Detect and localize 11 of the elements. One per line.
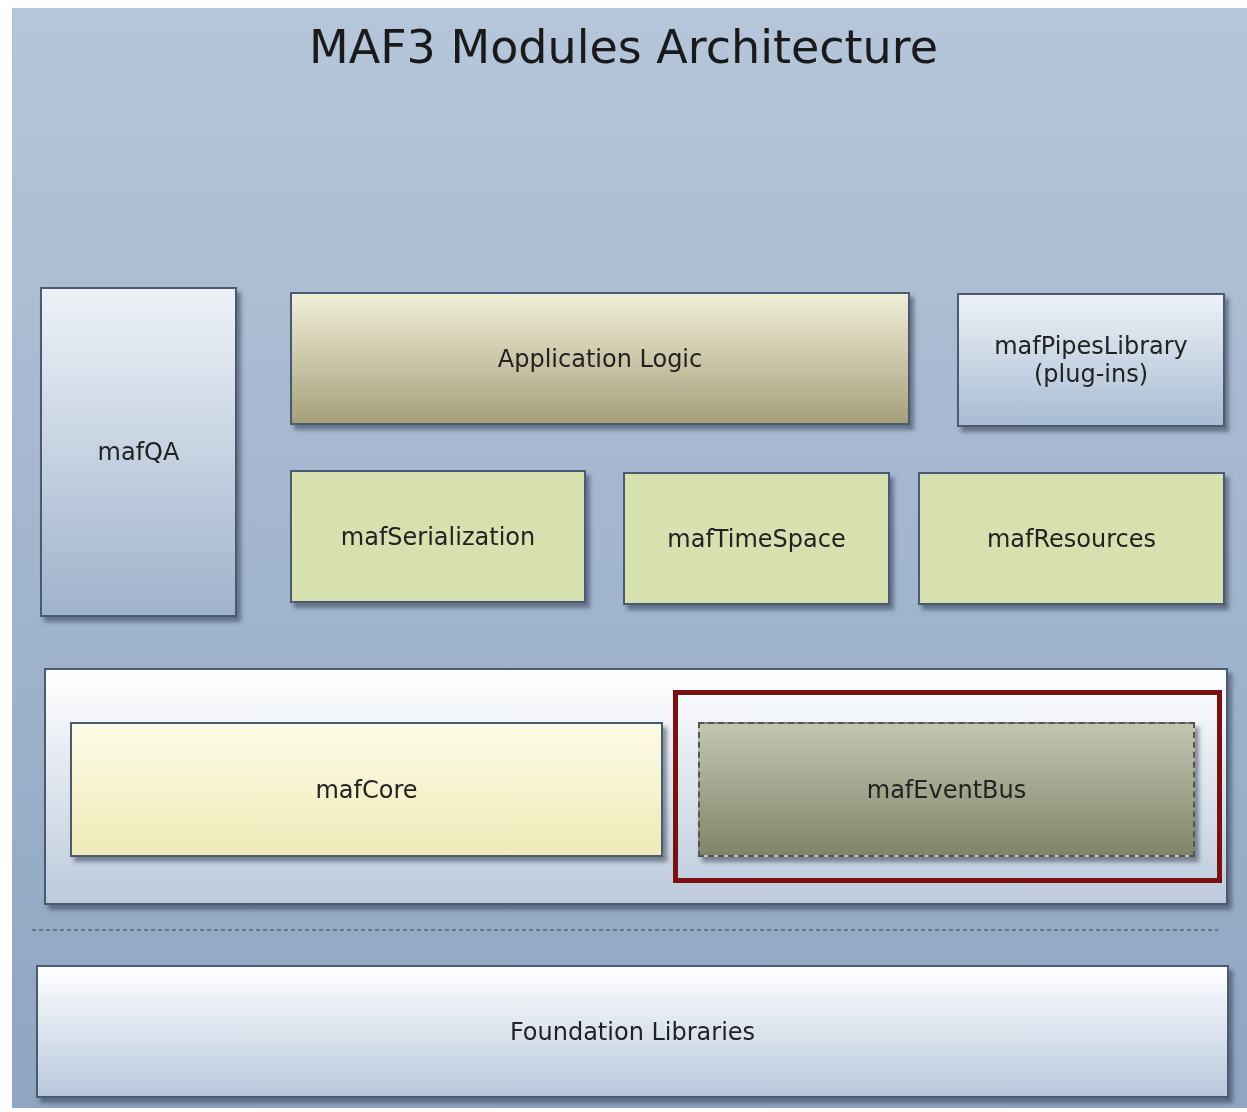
module-box: mafEventBus (698, 722, 1195, 857)
layer-panel (44, 668, 1228, 905)
layer-box: Foundation Libraries (36, 965, 1229, 1098)
module-box: mafQA (40, 287, 237, 617)
module-box: mafCore (70, 722, 663, 857)
module-box: mafResources (918, 472, 1225, 605)
diagram-title: MAF3 Modules Architecture (308, 20, 939, 74)
module-box: mafPipesLibrary (plug-ins) (957, 293, 1225, 427)
module-box: Application Logic (290, 292, 910, 425)
module-box: mafSerialization (290, 470, 586, 603)
module-box: mafTimeSpace (623, 472, 890, 605)
